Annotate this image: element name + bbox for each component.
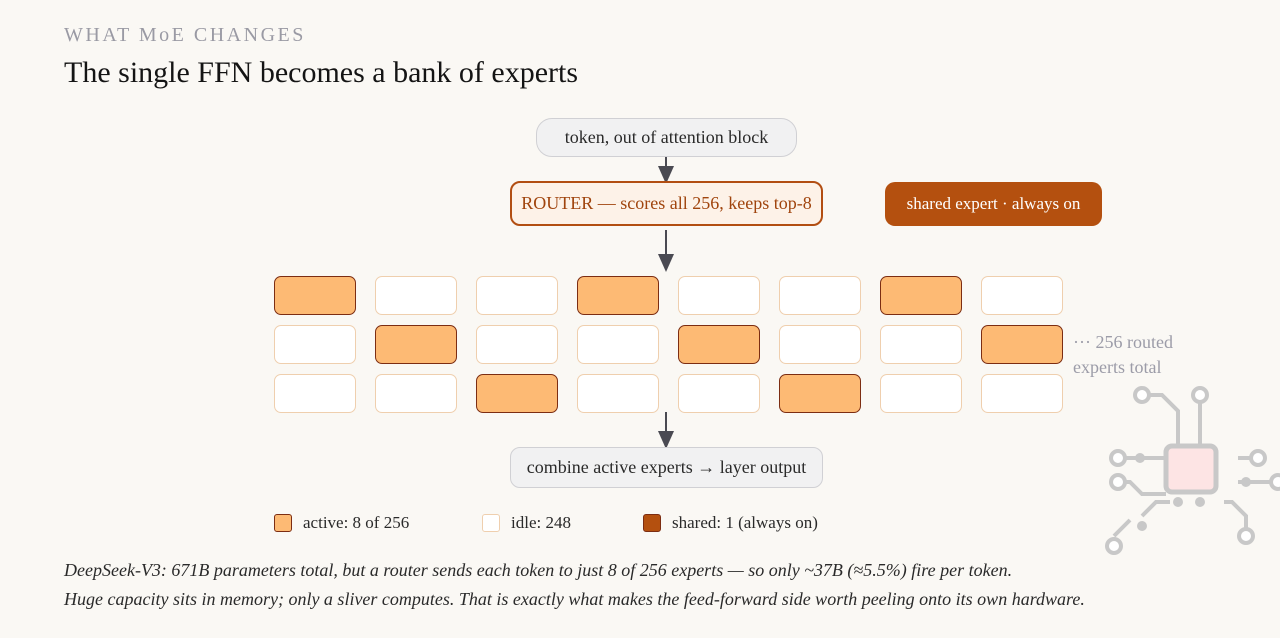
expert-box (779, 325, 861, 364)
expert-box (880, 276, 962, 315)
expert-box (577, 276, 659, 315)
legend-idle-swatch (482, 514, 500, 532)
expert-box (274, 276, 356, 315)
expert-box (981, 374, 1063, 413)
caption-line-1: DeepSeek-V3: 671B parameters total, but … (64, 560, 1013, 580)
page-title: The single FFN becomes a bank of experts (64, 56, 579, 89)
expert-box (476, 374, 558, 413)
expert-box (678, 325, 760, 364)
legend-shared-swatch (643, 514, 661, 532)
legend-active: active: 8 of 256 (274, 513, 409, 533)
expert-box (678, 276, 760, 315)
caption-line-2: Huge capacity sits in memory; only a sli… (64, 589, 1085, 609)
expert-box (678, 374, 760, 413)
routed-experts-note: ··· 256 routed experts total (1073, 332, 1173, 377)
expert-box (476, 276, 558, 315)
expert-box (375, 374, 457, 413)
expert-box (476, 325, 558, 364)
expert-box (880, 374, 962, 413)
legend-shared: shared: 1 (always on) (643, 513, 818, 533)
expert-box (779, 276, 861, 315)
section-eyebrow: WHAT MoE CHANGES (64, 24, 306, 46)
expert-box (375, 276, 457, 315)
circuit-chip-icon (1105, 386, 1280, 555)
expert-box (375, 325, 457, 364)
expert-box (577, 325, 659, 364)
expert-box (274, 374, 356, 413)
legend-idle: idle: 248 (482, 513, 571, 533)
legend-active-label: active: 8 of 256 (303, 513, 410, 532)
legend-shared-label: shared: 1 (always on) (672, 513, 818, 532)
expert-box (981, 276, 1063, 315)
combine-node: combine active experts → layer output (510, 447, 823, 488)
expert-box (981, 325, 1063, 364)
expert-box (274, 325, 356, 364)
expert-box (880, 325, 962, 364)
token-input-node: token, out of attention block (536, 118, 797, 157)
legend-idle-label: idle: 248 (511, 513, 571, 532)
legend-active-swatch (274, 514, 292, 532)
router-node: ROUTER — scores all 256, keeps top-8 (510, 181, 823, 226)
expert-box (779, 374, 861, 413)
shared-expert-node: shared expert · always on (885, 182, 1102, 226)
expert-box (577, 374, 659, 413)
